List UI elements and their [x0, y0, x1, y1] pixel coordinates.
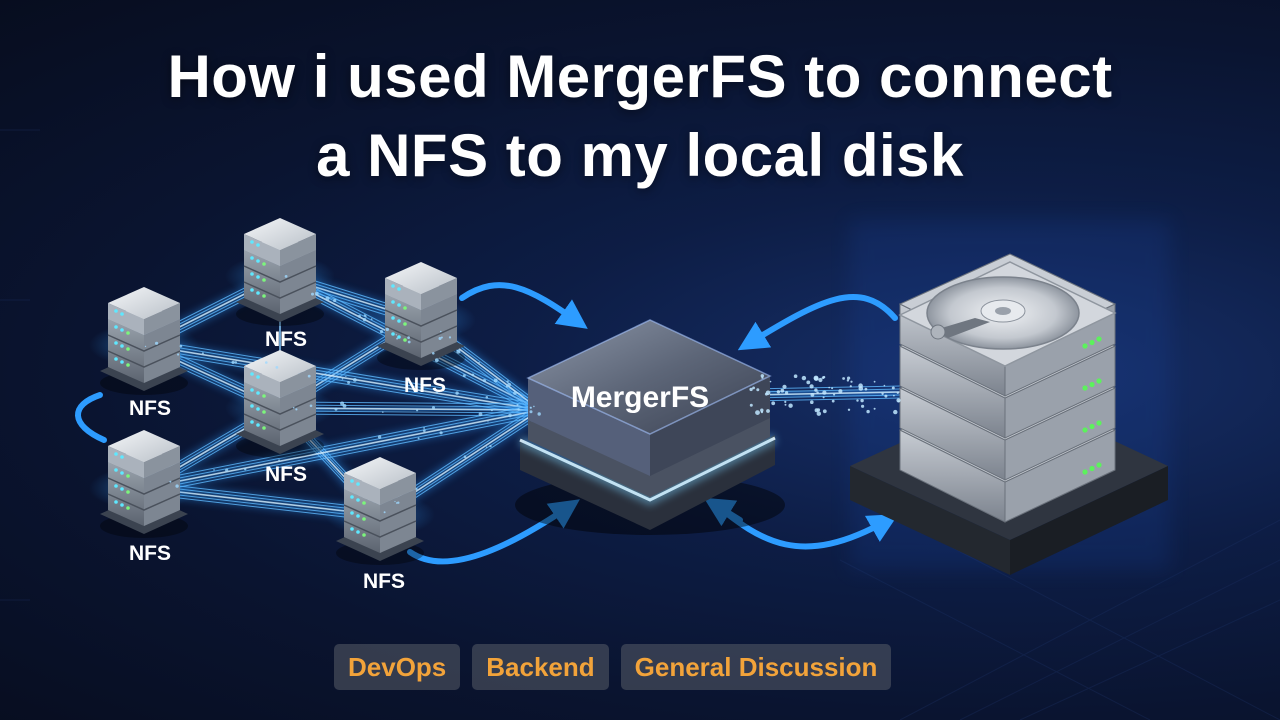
server-rack-icon — [235, 349, 325, 459]
server-rack-icon — [235, 217, 325, 327]
nfs-label: NFS — [363, 570, 405, 593]
nfs-label: NFS — [129, 397, 171, 420]
server-rack-icon — [99, 429, 189, 539]
arrow-nfs-to-hub-top — [459, 282, 588, 329]
nfs-node-3: NFS — [89, 286, 199, 420]
nfs-label: NFS — [404, 374, 446, 397]
nfs-node-6: NFS — [325, 456, 435, 593]
nfs-label: NFS — [265, 463, 307, 486]
tag-devops[interactable]: DevOps — [334, 644, 461, 690]
nfs-label: NFS — [129, 542, 171, 565]
nfs-node-4: NFS — [225, 349, 335, 486]
title-line-2: a NFS to my local disk — [316, 122, 964, 189]
hard-disk-server-stack-icon — [898, 261, 1117, 367]
mergerfs-label: MergerFS — [571, 381, 709, 414]
hub-link-4 — [142, 403, 542, 495]
tag-list: DevOps Backend General Discussion — [334, 644, 892, 690]
server-rack-icon — [335, 456, 425, 566]
arrow-disk-to-hub-top — [737, 294, 898, 351]
nfs-node-2: NFS — [366, 261, 476, 397]
tag-general-discussion[interactable]: General Discussion — [620, 644, 892, 690]
arrow-nfs-to-hub-bottom — [407, 499, 580, 565]
flow-arrows — [75, 282, 899, 565]
nfs-label: NFS — [265, 328, 307, 351]
server-rack-icon — [99, 286, 189, 396]
data-particles — [144, 275, 901, 514]
arrow-left-loop — [75, 392, 107, 443]
mergerfs-hub — [515, 319, 785, 535]
nfs-node-5: NFS — [89, 429, 199, 565]
nfs-node-1: NFS — [225, 217, 335, 351]
server-rack-icon — [376, 261, 466, 371]
arrow-hub-disk-bottom-tail — [703, 497, 743, 527]
title-line-1: How i used MergerFS to connect — [167, 43, 1113, 110]
local-disk-stack — [850, 253, 1168, 575]
tag-backend[interactable]: Backend — [472, 644, 609, 690]
